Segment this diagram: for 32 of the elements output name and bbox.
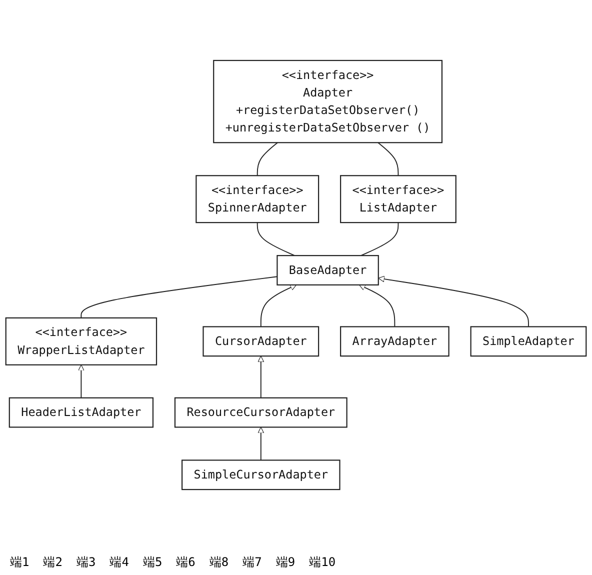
connector: [256, 142, 278, 176]
arrow: [260, 284, 297, 328]
node-box: CursorAdapter: [202, 326, 320, 357]
arrow: [258, 356, 264, 398]
end-label: 端2: [43, 554, 62, 571]
arrow: [258, 426, 264, 461]
node-box: <<interface>> WrapperListAdapter: [5, 317, 158, 366]
node-box: <<interface>> SpinnerAdapter: [196, 175, 320, 224]
node-box: SimpleCursorAdapter: [182, 460, 340, 490]
end-label: 端10: [309, 554, 336, 571]
end-label: 端3: [76, 554, 96, 571]
node-box: ArrayAdapter: [340, 326, 450, 357]
end-label: 端5: [142, 554, 162, 571]
node-box: HeaderListAdapter: [8, 397, 154, 428]
end-label: 端1: [10, 554, 30, 571]
arrow: [78, 364, 84, 398]
connector: [256, 222, 296, 256]
node-box: <<interface>> Adapter +registerDataSetObserver() +unregisterDataSetObserver (): [213, 60, 443, 144]
end-label: 端7: [242, 554, 262, 571]
node-box: BaseAdapter: [276, 255, 379, 286]
connector: [360, 222, 399, 256]
end-label: 端4: [110, 554, 129, 571]
arrow: [378, 276, 529, 328]
node-box: <<interface>> ListAdapter: [340, 175, 456, 224]
connector: [378, 142, 399, 176]
node-box: ResourceCursorAdapter: [174, 397, 348, 428]
end-label: 端8: [209, 554, 229, 571]
end-label: 端9: [276, 554, 296, 571]
node-box: SimpleAdapter: [470, 326, 587, 357]
connector: [80, 276, 278, 318]
end-label: 端6: [176, 554, 196, 571]
arrow: [358, 284, 396, 328]
